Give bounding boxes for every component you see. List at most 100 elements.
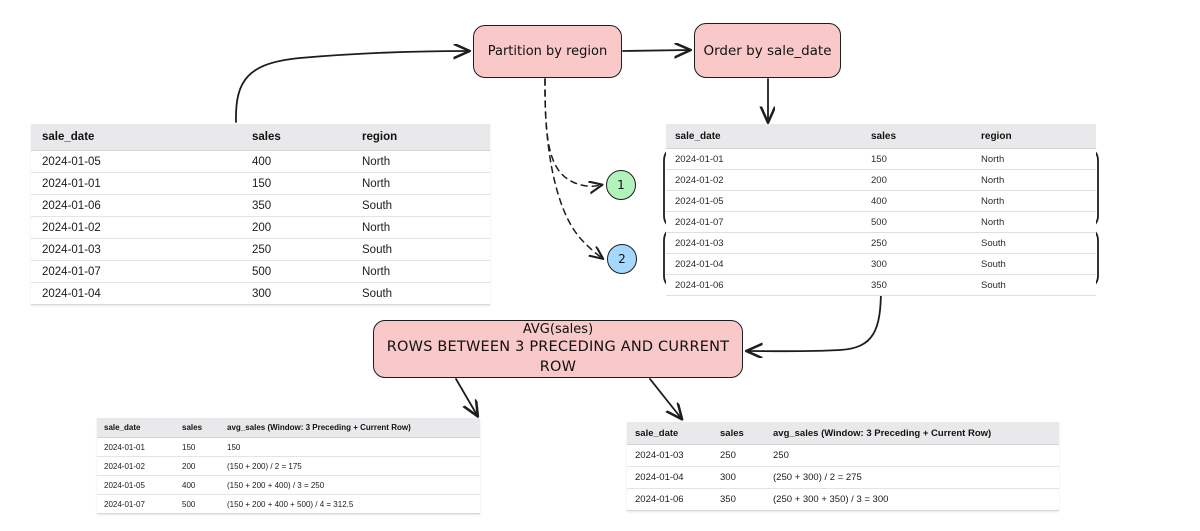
cell-sale-date: 2024-01-06 xyxy=(666,274,862,296)
cell-sale-date: 2024-01-05 xyxy=(666,190,862,212)
table-row: 2024-01-06 350 South xyxy=(31,194,490,217)
table-row: 2024-01-03 250 South xyxy=(666,232,1096,254)
arrow-partitioned-table-to-avg xyxy=(748,287,882,351)
cell-sales: 300 xyxy=(712,466,765,489)
avg-frame-label: ROWS BETWEEN 3 PRECEDING AND CURRENT ROW xyxy=(386,339,730,375)
cell-sales: 350 xyxy=(712,488,765,511)
cell-sales: 200 xyxy=(175,456,220,476)
cell-region: North xyxy=(972,190,1096,212)
cell-region: South xyxy=(351,194,490,217)
table-row: 2024-01-04 300 South xyxy=(31,282,490,305)
column-header: region xyxy=(351,124,490,151)
cell-sales: 250 xyxy=(862,232,972,254)
cell-sale-date: 2024-01-04 xyxy=(666,253,862,275)
cell-sale-date: 2024-01-05 xyxy=(31,150,241,173)
table-row: 2024-01-01 150 North xyxy=(666,148,1096,170)
order-by-sale-date-box[interactable]: Order by sale_date xyxy=(694,23,841,78)
cell-sales: 250 xyxy=(712,444,765,467)
cell-sale-date: 2024-01-04 xyxy=(627,466,712,489)
partition-badge-2[interactable]: 2 xyxy=(607,244,637,274)
cell-avg-sales: 150 xyxy=(220,437,480,457)
column-header: sale_date xyxy=(627,422,712,445)
column-header: avg_sales (Window: 3 Preceding + Current… xyxy=(765,422,1059,445)
cell-sale-date: 2024-01-07 xyxy=(666,211,862,233)
cell-region: North xyxy=(351,216,490,239)
column-header: sales xyxy=(241,124,351,151)
cell-avg-sales: (150 + 200 + 400) / 3 = 250 xyxy=(220,475,480,495)
avg-window-frame-box[interactable]: AVG(sales) ROWS BETWEEN 3 PRECEDING AND … xyxy=(373,320,743,378)
table-row: 2024-01-07 500 (150 + 200 + 400 + 500) /… xyxy=(97,494,480,514)
cell-sale-date: 2024-01-07 xyxy=(97,494,175,514)
avg-function-label: AVG(sales) xyxy=(522,322,594,338)
cell-sale-date: 2024-01-04 xyxy=(31,282,241,305)
cell-sales: 200 xyxy=(862,169,972,191)
cell-sale-date: 2024-01-06 xyxy=(31,194,241,217)
cell-region: North xyxy=(972,148,1096,170)
arrow-partition-to-badge-1 xyxy=(544,78,601,186)
source-table: sale_date sales region 2024-01-05 400 No… xyxy=(31,124,490,305)
table-row: 2024-01-03 250 250 xyxy=(627,444,1059,467)
cell-sales: 400 xyxy=(862,190,972,212)
cell-region: North xyxy=(351,260,490,283)
table-row: 2024-01-07 500 North xyxy=(666,211,1096,233)
cell-sales: 400 xyxy=(175,475,220,495)
table-row: 2024-01-01 150 150 xyxy=(97,437,480,457)
cell-region: South xyxy=(351,282,490,305)
partition-by-region-box[interactable]: Partition by region xyxy=(473,25,622,78)
cell-sales: 250 xyxy=(241,238,351,261)
cell-sale-date: 2024-01-01 xyxy=(97,437,175,457)
cell-avg-sales: (250 + 300 + 350) / 3 = 300 xyxy=(765,488,1059,511)
result-table-south: sale_date sales avg_sales (Window: 3 Pre… xyxy=(627,422,1059,511)
cell-sale-date: 2024-01-01 xyxy=(31,172,241,195)
cell-sales: 350 xyxy=(241,194,351,217)
arrow-source-to-partition xyxy=(235,51,468,123)
cell-sales: 500 xyxy=(241,260,351,283)
cell-sales: 200 xyxy=(241,216,351,239)
cell-sale-date: 2024-01-02 xyxy=(666,169,862,191)
cell-region: North xyxy=(351,150,490,173)
cell-region: North xyxy=(972,211,1096,233)
column-header: sale_date xyxy=(666,124,862,149)
cell-sale-date: 2024-01-07 xyxy=(31,260,241,283)
cell-avg-sales: (150 + 200 + 400 + 500) / 4 = 312.5 xyxy=(220,494,480,514)
table-row: 2024-01-04 300 (250 + 300) / 2 = 275 xyxy=(627,466,1059,489)
cell-region: North xyxy=(972,169,1096,191)
table-row: 2024-01-01 150 North xyxy=(31,172,490,195)
column-header: sale_date xyxy=(31,124,241,151)
table-header-row: sale_date sales region xyxy=(666,124,1096,149)
cell-sale-date: 2024-01-02 xyxy=(97,456,175,476)
cell-avg-sales: 250 xyxy=(765,444,1059,467)
table-row: 2024-01-03 250 South xyxy=(31,238,490,261)
cell-sale-date: 2024-01-05 xyxy=(97,475,175,495)
order-box-label: Order by sale_date xyxy=(703,42,832,59)
table-row: 2024-01-07 500 North xyxy=(31,260,490,283)
cell-sale-date: 2024-01-03 xyxy=(627,444,712,467)
partition-badge-1[interactable]: 1 xyxy=(606,170,636,200)
cell-sales: 300 xyxy=(241,282,351,305)
table-header-row: sale_date sales region xyxy=(31,124,490,151)
table-row: 2024-01-06 350 South xyxy=(666,274,1096,296)
cell-sales: 400 xyxy=(241,150,351,173)
column-header: sales xyxy=(175,418,220,438)
cell-avg-sales: (250 + 300) / 2 = 275 xyxy=(765,466,1059,489)
cell-sales: 150 xyxy=(241,172,351,195)
cell-sale-date: 2024-01-02 xyxy=(31,216,241,239)
table-row: 2024-01-02 200 North xyxy=(31,216,490,239)
partition-badge-2-label: 2 xyxy=(618,252,626,266)
table-row: 2024-01-05 400 North xyxy=(666,190,1096,212)
cell-region: South xyxy=(351,238,490,261)
arrow-avg-to-result-north xyxy=(455,378,477,415)
cell-sale-date: 2024-01-03 xyxy=(666,232,862,254)
column-header: region xyxy=(972,124,1096,149)
result-table-north: sale_date sales avg_sales (Window: 3 Pre… xyxy=(97,418,480,514)
cell-region: South xyxy=(972,253,1096,275)
cell-sales: 300 xyxy=(862,253,972,275)
cell-sales: 350 xyxy=(862,274,972,296)
column-header: sales xyxy=(862,124,972,149)
column-header: avg_sales (Window: 3 Preceding + Current… xyxy=(220,418,480,438)
cell-sales: 150 xyxy=(862,148,972,170)
table-row: 2024-01-04 300 South xyxy=(666,253,1096,275)
table-row: 2024-01-05 400 North xyxy=(31,150,490,173)
table-row: 2024-01-02 200 (150 + 200) / 2 = 175 xyxy=(97,456,480,476)
